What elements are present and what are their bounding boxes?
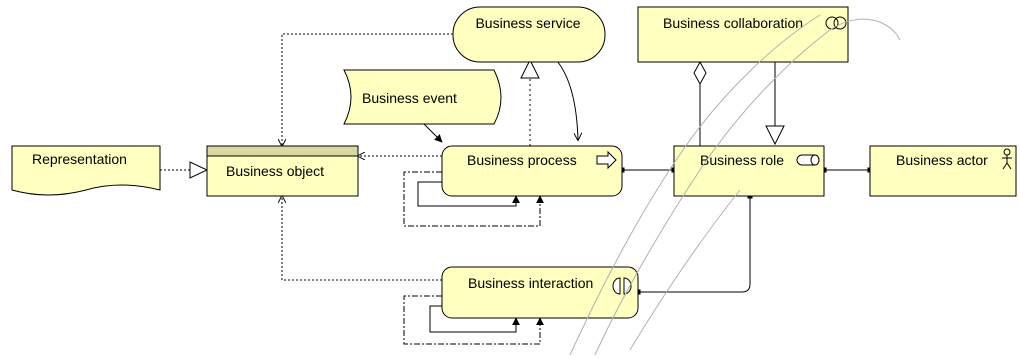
edge-role-interaction — [635, 193, 753, 295]
edge-interaction-loop-2 — [429, 305, 520, 333]
edge-interaction-object — [282, 196, 442, 281]
node-business-actor[interactable] — [869, 145, 1017, 197]
node-business-process-label: Business process — [467, 152, 577, 168]
node-business-event[interactable] — [343, 69, 502, 125]
edge-service-process-usedby — [544, 49, 578, 140]
node-business-collaboration-label: Business collaboration — [663, 15, 803, 31]
edge-process-loop-1 — [403, 171, 544, 227]
node-business-object-label: Business object — [226, 163, 324, 179]
node-representation[interactable] — [11, 145, 161, 196]
node-business-event-label: Business event — [362, 90, 457, 106]
role-icon — [796, 154, 820, 166]
interaction-icon — [612, 277, 632, 295]
node-business-process[interactable] — [441, 145, 623, 197]
specialization-triangle — [765, 125, 785, 146]
node-business-service[interactable] — [452, 6, 606, 63]
business-object-header — [206, 145, 359, 157]
process-arrow-icon — [596, 150, 617, 170]
aggregation-diamond — [693, 60, 707, 86]
edge-process-loop-2 — [417, 181, 520, 207]
node-representation-label: Representation — [32, 151, 127, 167]
edge-service-object — [282, 33, 453, 146]
node-business-interaction[interactable] — [441, 266, 639, 319]
node-business-actor-label: Business actor — [896, 152, 988, 168]
actor-icon — [1002, 148, 1012, 170]
edge-interaction-loop-1 — [403, 295, 544, 345]
watermark — [569, 14, 901, 356]
node-business-role-label: Business role — [700, 152, 784, 168]
node-business-interaction-label: Business interaction — [468, 275, 593, 291]
node-business-service-label: Business service — [475, 15, 580, 31]
realization-triangle — [520, 58, 540, 79]
representation-triangle — [189, 161, 209, 179]
node-business-collaboration[interactable] — [637, 6, 849, 63]
